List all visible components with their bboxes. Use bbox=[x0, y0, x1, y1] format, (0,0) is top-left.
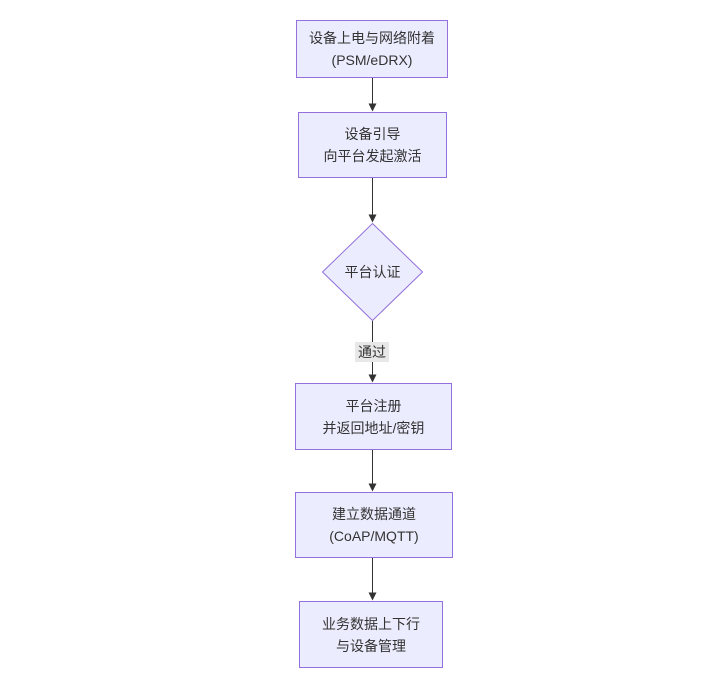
node-device-power-attach: 设备上电与网络附着 (PSM/eDRX) bbox=[296, 20, 448, 78]
node-label-line: (PSM/eDRX) bbox=[331, 52, 413, 68]
node-platform-auth-decision: 平台认证 bbox=[322, 223, 423, 321]
node-label-line: 平台注册 bbox=[345, 397, 402, 414]
node-label-line: 设备引导 bbox=[344, 126, 401, 142]
node-label-line: 并返回地址/密钥 bbox=[322, 419, 425, 436]
node-label-line: 向平台发起激活 bbox=[323, 148, 422, 164]
node-platform-register: 平台注册 并返回地址/密钥 bbox=[295, 383, 452, 450]
node-label-line: 与设备管理 bbox=[336, 637, 406, 654]
node-data-channel: 建立数据通道 (CoAP/MQTT) bbox=[295, 492, 453, 558]
node-device-bootstrap: 设备引导 向平台发起激活 bbox=[298, 112, 447, 178]
node-label-line: 业务数据上下行 bbox=[322, 615, 420, 632]
diamond-shape bbox=[322, 223, 423, 321]
edge-label-pass: 通过 bbox=[355, 342, 389, 362]
node-label-line: 平台认证 bbox=[344, 264, 401, 280]
node-business-data: 业务数据上下行 与设备管理 bbox=[299, 601, 443, 668]
node-label-line: 建立数据通道 bbox=[332, 506, 416, 522]
node-label-line: (CoAP/MQTT) bbox=[329, 528, 419, 544]
node-label-line: 设备上电与网络附着 bbox=[309, 30, 435, 46]
